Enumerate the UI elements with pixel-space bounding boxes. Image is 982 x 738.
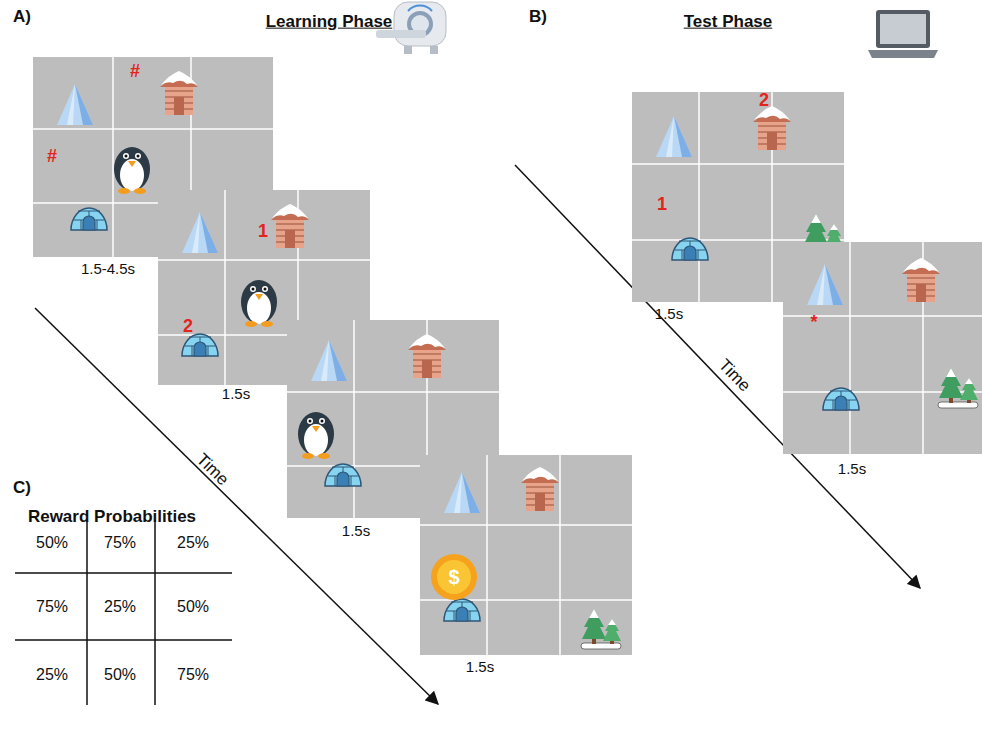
option-number: 1 [657, 195, 667, 215]
coin-symbol: $ [448, 566, 459, 588]
table-cell: 75% [104, 534, 136, 552]
table-cell: 50% [177, 598, 209, 616]
table-cell: 50% [36, 534, 68, 552]
duration-label: 1.5-4.5s [81, 261, 135, 278]
table-cell: 25% [104, 598, 136, 616]
duration-label: 1.5s [342, 523, 370, 540]
panel-letter: C) [13, 479, 31, 498]
option-number: 2 [183, 317, 193, 337]
duration-label: 1.5s [222, 386, 250, 403]
duration-label: 1.5s [838, 461, 866, 478]
panel-heading: Test Phase [684, 13, 773, 32]
cue-mark: # [47, 147, 57, 167]
panel-letter: A) [13, 8, 31, 27]
duration-label: 1.5s [466, 659, 494, 676]
table-cell: 50% [104, 666, 136, 684]
table-cell: 25% [177, 534, 209, 552]
panel-letter: B) [529, 8, 547, 27]
option-number: 2 [759, 91, 769, 111]
table-heading: Reward Probabilities [28, 508, 196, 527]
cue-mark: # [130, 62, 140, 82]
duration-label: 1.5s [655, 306, 683, 323]
table-cell: 75% [177, 666, 209, 684]
table-cell: 25% [36, 666, 68, 684]
choice-mark: * [810, 313, 817, 333]
time-axis-label: Time [192, 450, 232, 489]
option-number: 1 [258, 222, 268, 242]
time-axis-label: Time [714, 356, 753, 396]
table-cell: 75% [36, 598, 68, 616]
panel-heading: Learning Phase [266, 13, 393, 32]
